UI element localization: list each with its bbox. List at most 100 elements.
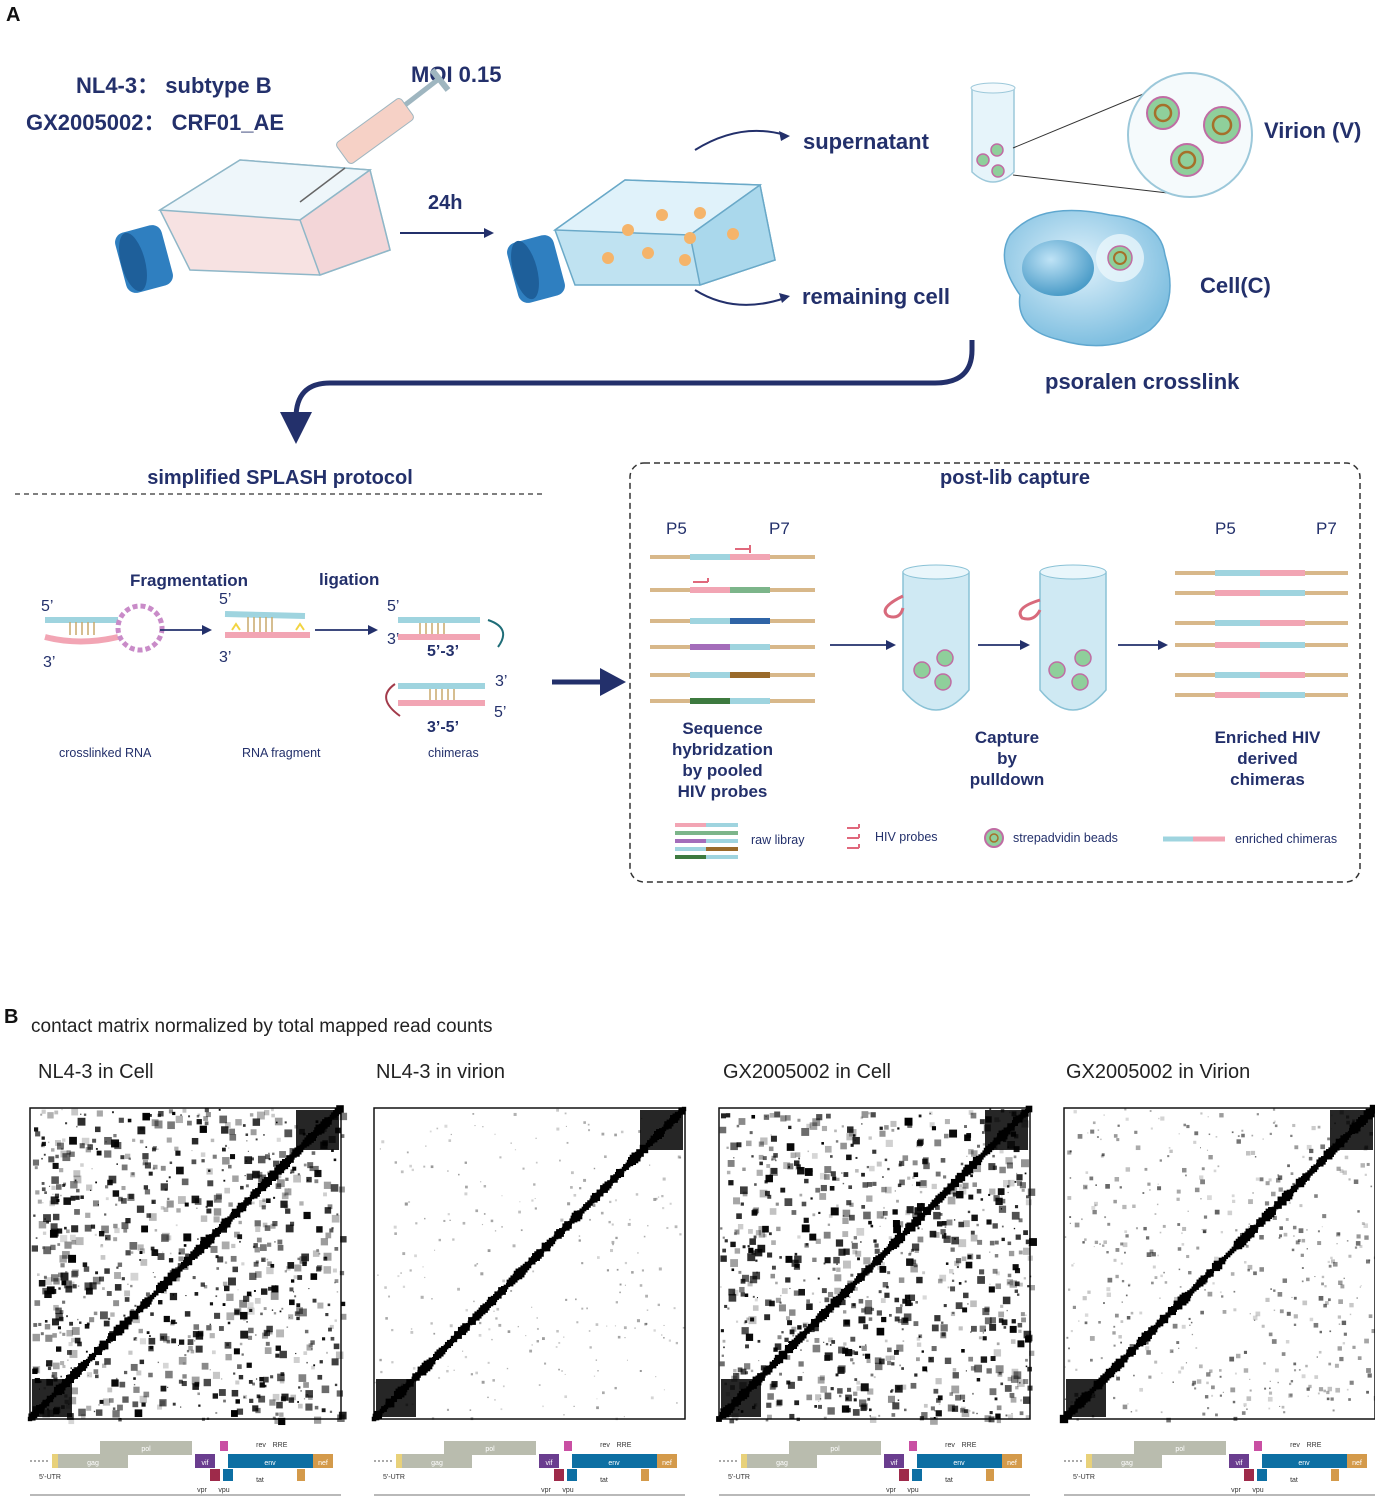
matrix-title-4: GX2005002 in Virion xyxy=(1066,1061,1251,1083)
gene-label: rev xyxy=(1290,1442,1300,1449)
gene-label: nef xyxy=(1352,1460,1362,1467)
gene-label: rev xyxy=(256,1442,266,1449)
panel-b-subtitle: contact matrix normalized by total mappe… xyxy=(31,1016,493,1037)
time-label: 24h xyxy=(428,192,463,214)
end-3-label-4: 3’ xyxy=(495,673,508,690)
gene-label: vpr xyxy=(1231,1487,1241,1494)
panel-a-letter: A xyxy=(6,4,21,26)
gene-label: vif xyxy=(546,1460,553,1467)
gene-label: 5'-UTR xyxy=(1073,1474,1095,1481)
gene-label: pol xyxy=(141,1446,151,1453)
crosslinked-rna-label: crosslinked RNA xyxy=(59,746,152,760)
gene-label: tat xyxy=(600,1477,608,1484)
gene-label: gag xyxy=(776,1460,788,1467)
supernatant-tube-icon xyxy=(970,82,1016,183)
end-3-label-1: 3’ xyxy=(43,654,56,671)
gene-label: rev xyxy=(945,1442,955,1449)
end-3-label-2: 3’ xyxy=(219,649,232,666)
raw-library-reads xyxy=(650,545,815,704)
genome-map-2: gagpolvifenvnef5'-UTRvprvputatrevRRE7434… xyxy=(374,1441,685,1496)
infected-cell-icon xyxy=(1003,209,1171,347)
gene-label: env xyxy=(264,1460,276,1467)
enriched-reads xyxy=(1175,570,1348,698)
splash-divider xyxy=(15,493,545,495)
gene-label: rev xyxy=(600,1442,610,1449)
gene-label: 5'-UTR xyxy=(39,1474,61,1481)
gene-label: vif xyxy=(1236,1460,1243,1467)
p5-label-1: P5 xyxy=(666,519,687,538)
genome-map-3: gagpolvifenvnef5'-UTRvprvputatrevRRE7434… xyxy=(719,1441,1030,1496)
gene-label: RRE xyxy=(1307,1442,1322,1449)
genome-map-1: gagpolvifenvnef5'-UTRvprvputatrevRRE7434… xyxy=(30,1441,341,1496)
syringe-icon xyxy=(299,68,451,203)
chimera-35-label: 3’-5’ xyxy=(427,719,460,736)
genome-map-4: gagpolvifenvnef5'-UTRvprvputatrevRRE7434… xyxy=(1064,1441,1375,1496)
strain-1-label: NL4-3： subtype B xyxy=(76,73,272,98)
hiv-probe-legend-icon xyxy=(847,824,860,849)
gene-label: tat xyxy=(1290,1477,1298,1484)
gene-label: vpu xyxy=(907,1487,918,1494)
supernatant-label: supernatant xyxy=(803,129,929,154)
p7-label-1: P7 xyxy=(769,519,790,538)
remaining-cell-label: remaining cell xyxy=(802,284,950,309)
enriched-label: Enriched HIV derived chimeras xyxy=(1214,728,1321,789)
chimera-53-label: 5’-3’ xyxy=(427,643,460,660)
matrix-title-2: NL4-3 in virion xyxy=(376,1061,505,1083)
panel-b-letter: B xyxy=(4,1006,19,1028)
raw-library-legend-icon xyxy=(675,823,738,859)
gene-label: RRE xyxy=(962,1442,977,1449)
gene-label: nef xyxy=(1007,1460,1017,1467)
ligation-label: ligation xyxy=(319,570,380,589)
p7-label-2: P7 xyxy=(1316,519,1337,538)
virion-label: Virion (V) xyxy=(1264,118,1362,143)
gene-label: gag xyxy=(1121,1460,1133,1467)
cell-label: Cell(C) xyxy=(1200,273,1271,298)
gene-label: env xyxy=(1298,1460,1310,1467)
gene-label: vpr xyxy=(197,1487,207,1494)
end-5-label-4: 5’ xyxy=(494,704,507,721)
contact-matrix-1 xyxy=(27,1105,348,1426)
moi-label: MOI 0.15 xyxy=(411,62,502,87)
gene-label: env xyxy=(953,1460,965,1467)
gene-label: vpr xyxy=(541,1487,551,1494)
beads-legend: strepadvidin beads xyxy=(1013,831,1118,845)
end-5-label-3: 5’ xyxy=(387,598,400,615)
capture-box xyxy=(629,462,1361,883)
gene-label: RRE xyxy=(617,1442,632,1449)
enriched-chimeras-legend: enriched chimeras xyxy=(1235,832,1338,846)
virion-zoom-icon xyxy=(1127,72,1253,198)
end-3-label-3: 3’ xyxy=(387,631,400,648)
gene-label: pol xyxy=(830,1446,840,1453)
gene-label: vpu xyxy=(218,1487,229,1494)
rna-fragment-label: RNA fragment xyxy=(242,746,321,760)
gene-label: 5'-UTR xyxy=(383,1474,405,1481)
splash-steps-illustration xyxy=(44,603,626,717)
capture-pulldown-label: Capture by pulldown xyxy=(969,728,1045,789)
end-5-label-1: 5’ xyxy=(41,598,54,615)
gene-label: gag xyxy=(87,1460,99,1467)
fragmentation-label: Fragmentation xyxy=(130,571,249,590)
gene-label: vpu xyxy=(1252,1487,1263,1494)
gene-label: pol xyxy=(485,1446,495,1453)
contact-matrix-2 xyxy=(371,1106,687,1422)
chimeras-label: chimeras xyxy=(428,746,479,760)
gene-label: vif xyxy=(202,1460,209,1467)
gene-label: nef xyxy=(662,1460,672,1467)
capture-title: post-lib capture xyxy=(939,467,1090,489)
library-reads-illustration xyxy=(650,545,1348,859)
gene-label: tat xyxy=(945,1477,953,1484)
flask-2-icon xyxy=(507,179,776,303)
gene-label: RRE xyxy=(273,1442,288,1449)
seq-hybridization-label: Sequence hybridzation by pooled HIV prob… xyxy=(671,719,774,801)
gene-label: pol xyxy=(1175,1446,1185,1453)
end-5-label-2: 5’ xyxy=(219,591,232,608)
splash-title: simplified SPLASH protocol xyxy=(147,467,413,489)
raw-library-legend: raw libray xyxy=(751,833,805,847)
culture-illustration xyxy=(115,68,1253,444)
p5-label-2: P5 xyxy=(1215,519,1236,538)
gene-label: 5'-UTR xyxy=(728,1474,750,1481)
contact-matrix-4 xyxy=(1059,1104,1375,1424)
gene-label: vpr xyxy=(886,1487,896,1494)
gene-label: nef xyxy=(318,1460,328,1467)
